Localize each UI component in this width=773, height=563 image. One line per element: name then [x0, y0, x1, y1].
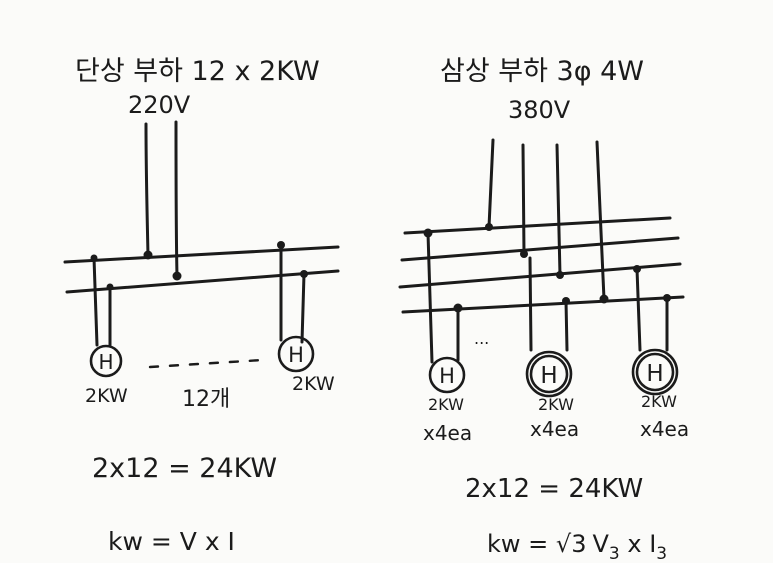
- heater-wire: [426, 231, 434, 364]
- single-phase-total: 2x12 = 24KW: [92, 453, 277, 484]
- single-phase-voltage: 220V: [128, 91, 191, 119]
- heater-wire: [92, 256, 99, 347]
- three-phase-title: 삼상 부하 3φ 4W: [440, 56, 644, 87]
- formula-current: I: [649, 530, 656, 558]
- supply-wire-3: [555, 143, 562, 277]
- single-phase-formula: kw = V x I: [108, 527, 235, 556]
- heater-right: H: [277, 335, 315, 373]
- formula-current-subscript: 3: [656, 544, 667, 563]
- formula-voltage-subscript: 3: [609, 544, 620, 563]
- junction-dot: [520, 250, 528, 258]
- junction-dot: [172, 271, 182, 281]
- heater-label: H: [439, 364, 455, 388]
- heater-count: 12개: [182, 387, 230, 412]
- formula-times: x: [620, 530, 649, 558]
- group-2-quantity: x4ea: [530, 417, 579, 441]
- heater-left-rating: 2KW: [85, 385, 128, 407]
- three-phase-total: 2x12 = 24KW: [465, 474, 643, 504]
- heater-group-3: H: [631, 348, 679, 396]
- heater-label: H: [98, 350, 113, 374]
- heater-wire: [528, 256, 533, 352]
- three-phase-voltage: 380V: [508, 96, 571, 124]
- bus-line-2: [400, 236, 680, 262]
- formula-sqrt3: √3: [556, 530, 587, 558]
- junction-dot: [599, 294, 609, 304]
- formula-prefix: kw =: [487, 530, 556, 558]
- formula-voltage: V: [592, 530, 609, 558]
- bus-line-1: [403, 216, 672, 235]
- single-phase-diagram: 단상 부하 12 x 2KW 220V H H 2KW 1: [63, 56, 340, 556]
- bus-line-1: [63, 245, 340, 264]
- junction-dot: [556, 271, 564, 279]
- group-2-rating: 2KW: [538, 395, 574, 414]
- heater-wire: [635, 267, 642, 352]
- supply-wire-2: [174, 120, 179, 278]
- heater-right-rating: 2KW: [292, 373, 335, 395]
- heater-wire: [300, 272, 306, 344]
- supply-wire-2: [521, 143, 526, 256]
- single-phase-title: 단상 부하 12 x 2KW: [75, 56, 320, 87]
- group-1-rating: 2KW: [428, 395, 464, 414]
- heater-group-1: H: [428, 356, 466, 394]
- dashed-continuation: [148, 358, 264, 369]
- heater-label: H: [646, 361, 663, 387]
- ellipsis-more: ...: [474, 329, 489, 348]
- group-3-quantity: x4ea: [640, 417, 689, 441]
- supply-wire-1: [144, 122, 150, 257]
- heater-left: H: [89, 344, 123, 378]
- supply-wire-1: [487, 138, 495, 229]
- group-1-quantity: x4ea: [423, 421, 472, 445]
- heater-label: H: [540, 363, 557, 389]
- heater-label: H: [288, 343, 304, 367]
- group-3-rating: 2KW: [641, 392, 677, 411]
- three-phase-diagram: 삼상 부하 3φ 4W 380V ... H: [398, 56, 689, 563]
- heater-group-2: H: [525, 350, 573, 398]
- junction-dot: [485, 223, 493, 231]
- bus-line-4: [401, 295, 685, 314]
- junction-dot: [143, 250, 153, 260]
- heater-wire: [564, 299, 569, 352]
